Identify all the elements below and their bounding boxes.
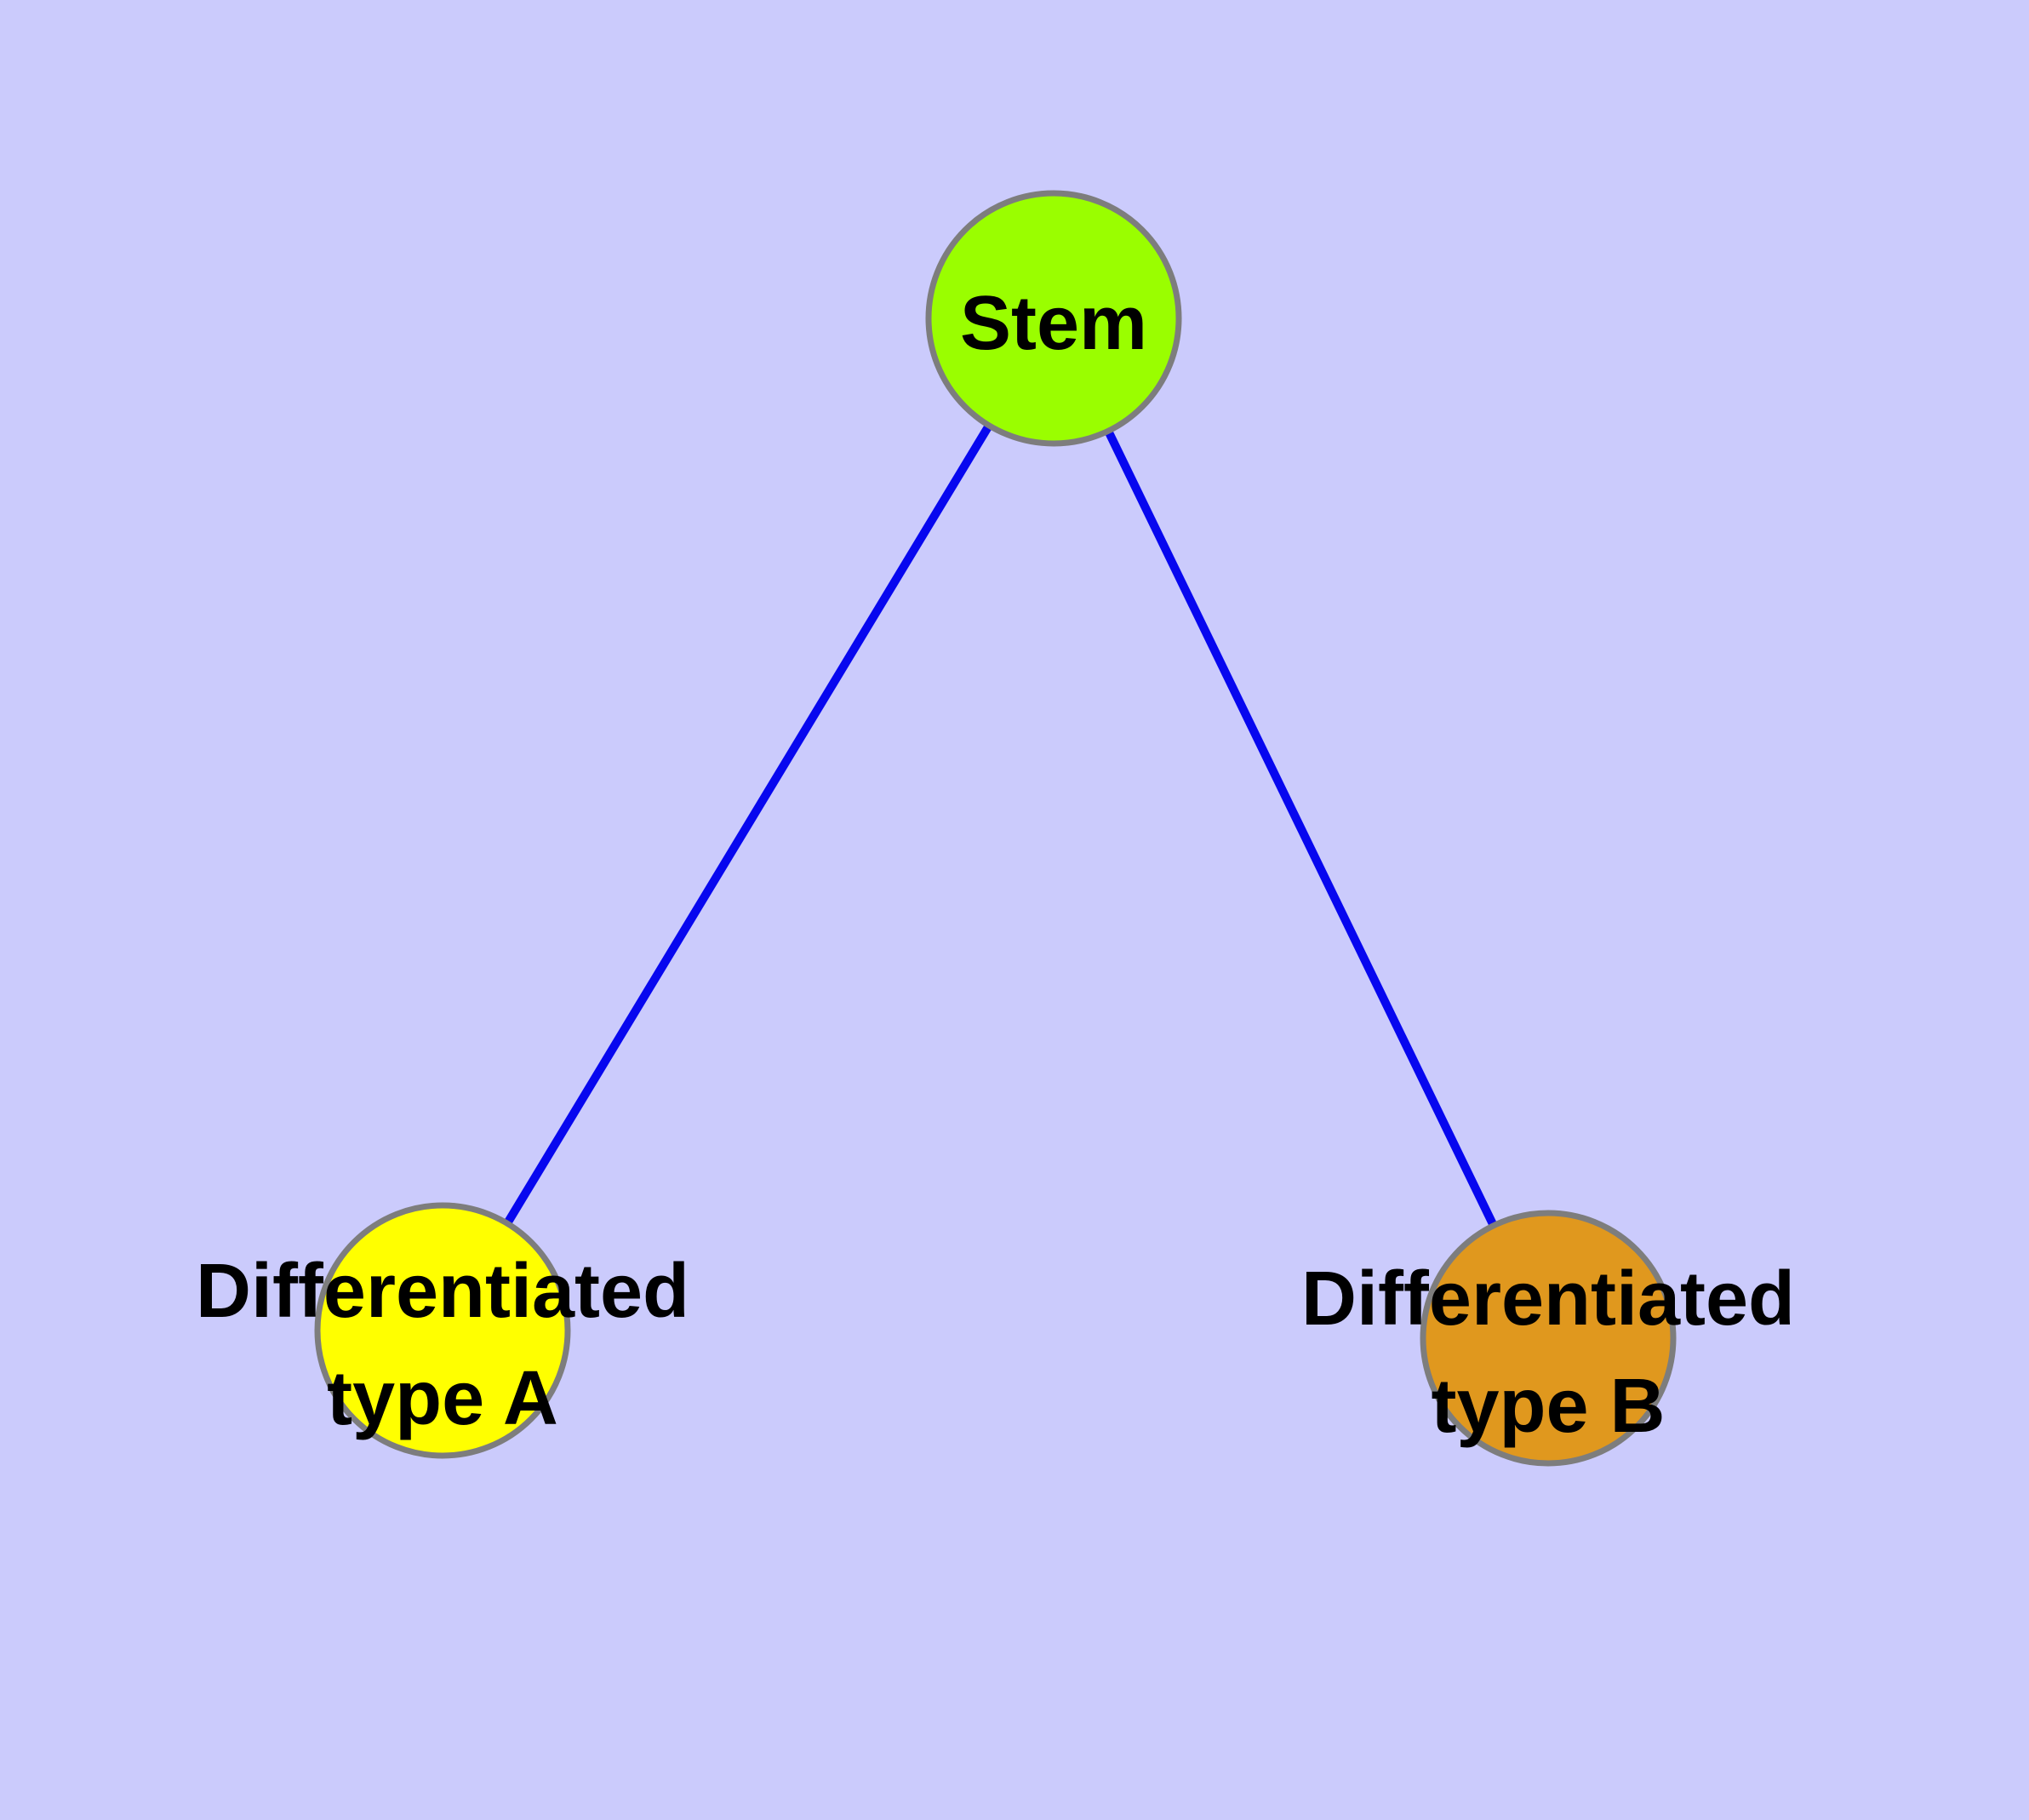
type-b-node-label-line-2: type B: [1431, 1364, 1665, 1449]
node-stem: [925, 190, 1182, 447]
edge-stem-to-type-b: [1049, 316, 1552, 1341]
edge-stem-to-type-a: [438, 316, 1058, 1333]
type-a-node-label-line-2: type A: [327, 1356, 558, 1441]
type-b-node-label-line-1: Differentiated: [1301, 1256, 1795, 1342]
node-differentiated-type-a: [314, 1202, 571, 1459]
node-differentiated-type-b: [1420, 1210, 1677, 1467]
type-a-node-label-line-1: Differentiated: [196, 1249, 689, 1334]
stem-node-label: Stem: [960, 281, 1147, 366]
